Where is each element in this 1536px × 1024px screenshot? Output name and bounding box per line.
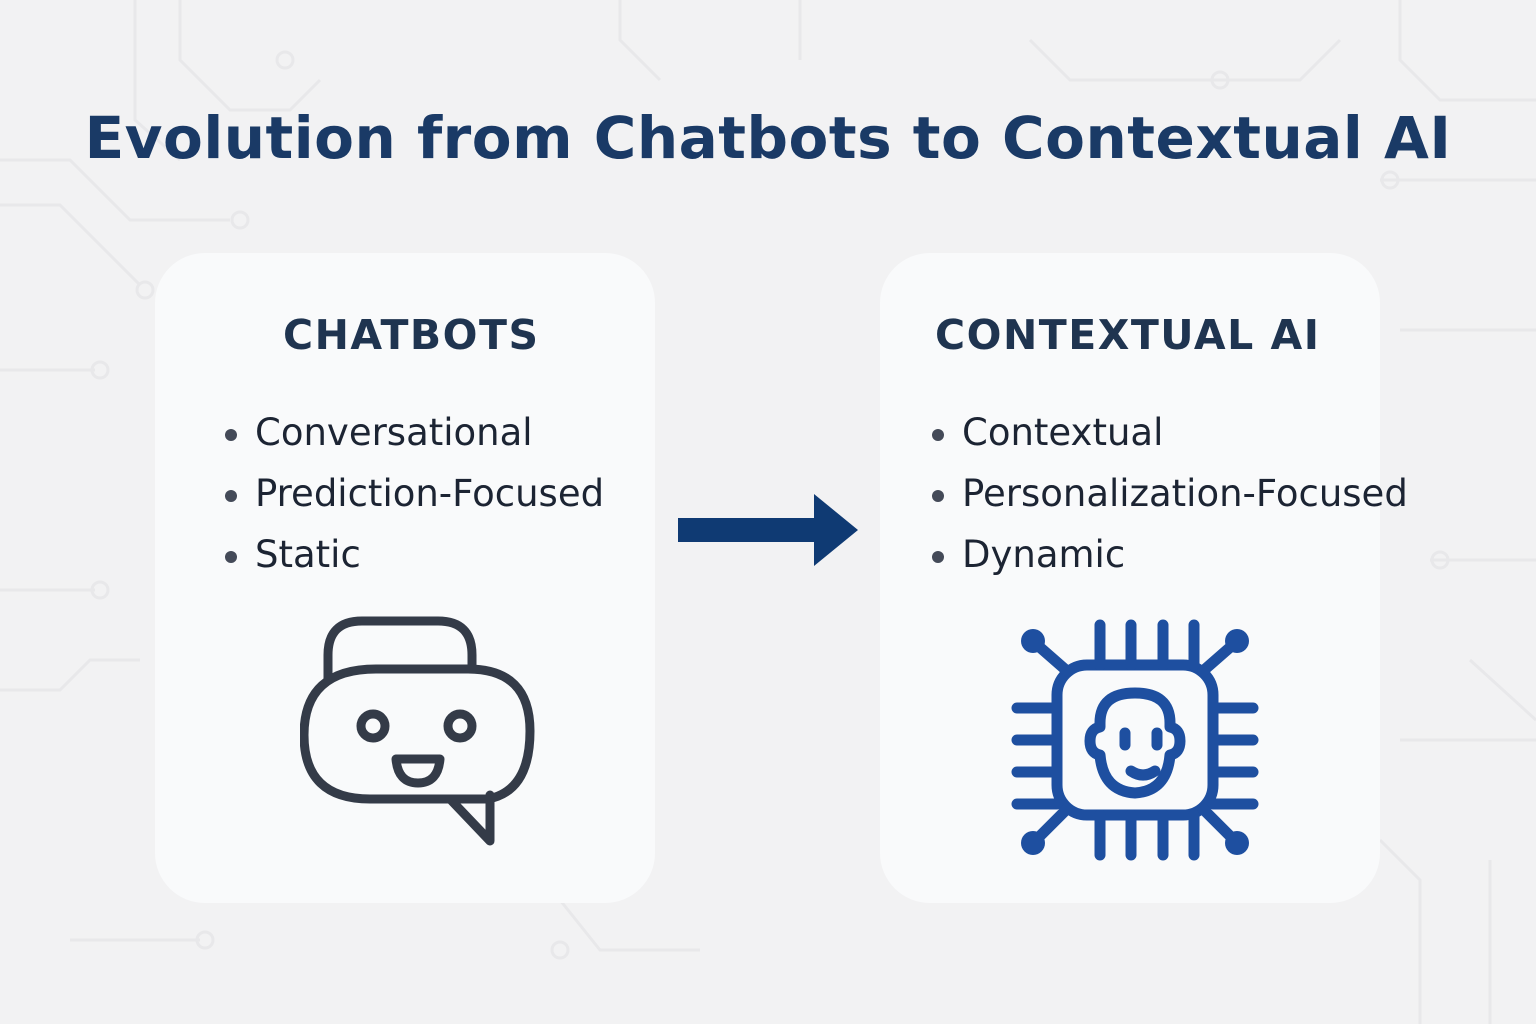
list-item: Contextual (930, 405, 1408, 466)
bullet-icon (225, 551, 237, 563)
bullet-icon (932, 490, 944, 502)
chatbots-feature-list: Conversational Prediction-Focused Static (223, 405, 604, 588)
list-item: Prediction-Focused (223, 466, 604, 527)
bullet-icon (225, 490, 237, 502)
chatbots-card: CHATBOTS Conversational Prediction-Focus… (155, 253, 655, 903)
chat-bubble-robot-icon (300, 616, 535, 846)
page-title: Evolution from Chatbots to Contextual AI (84, 104, 1452, 172)
contextual-ai-feature-list: Contextual Personalization-Focused Dynam… (930, 405, 1408, 588)
list-item: Conversational (223, 405, 604, 466)
contextual-ai-card: CONTEXTUAL AI Contextual Personalization… (880, 253, 1408, 903)
bullet-icon (932, 551, 944, 563)
bullet-icon (932, 429, 944, 441)
list-item: Dynamic (930, 527, 1408, 588)
list-item: Static (223, 527, 604, 588)
chatbots-heading: CHATBOTS (283, 311, 540, 359)
list-item: Personalization-Focused (930, 466, 1408, 527)
bullet-icon (225, 429, 237, 441)
ai-chip-face-icon (1011, 619, 1259, 861)
contextual-ai-heading: CONTEXTUAL AI (935, 311, 1321, 359)
arrow-right-icon (678, 494, 858, 566)
